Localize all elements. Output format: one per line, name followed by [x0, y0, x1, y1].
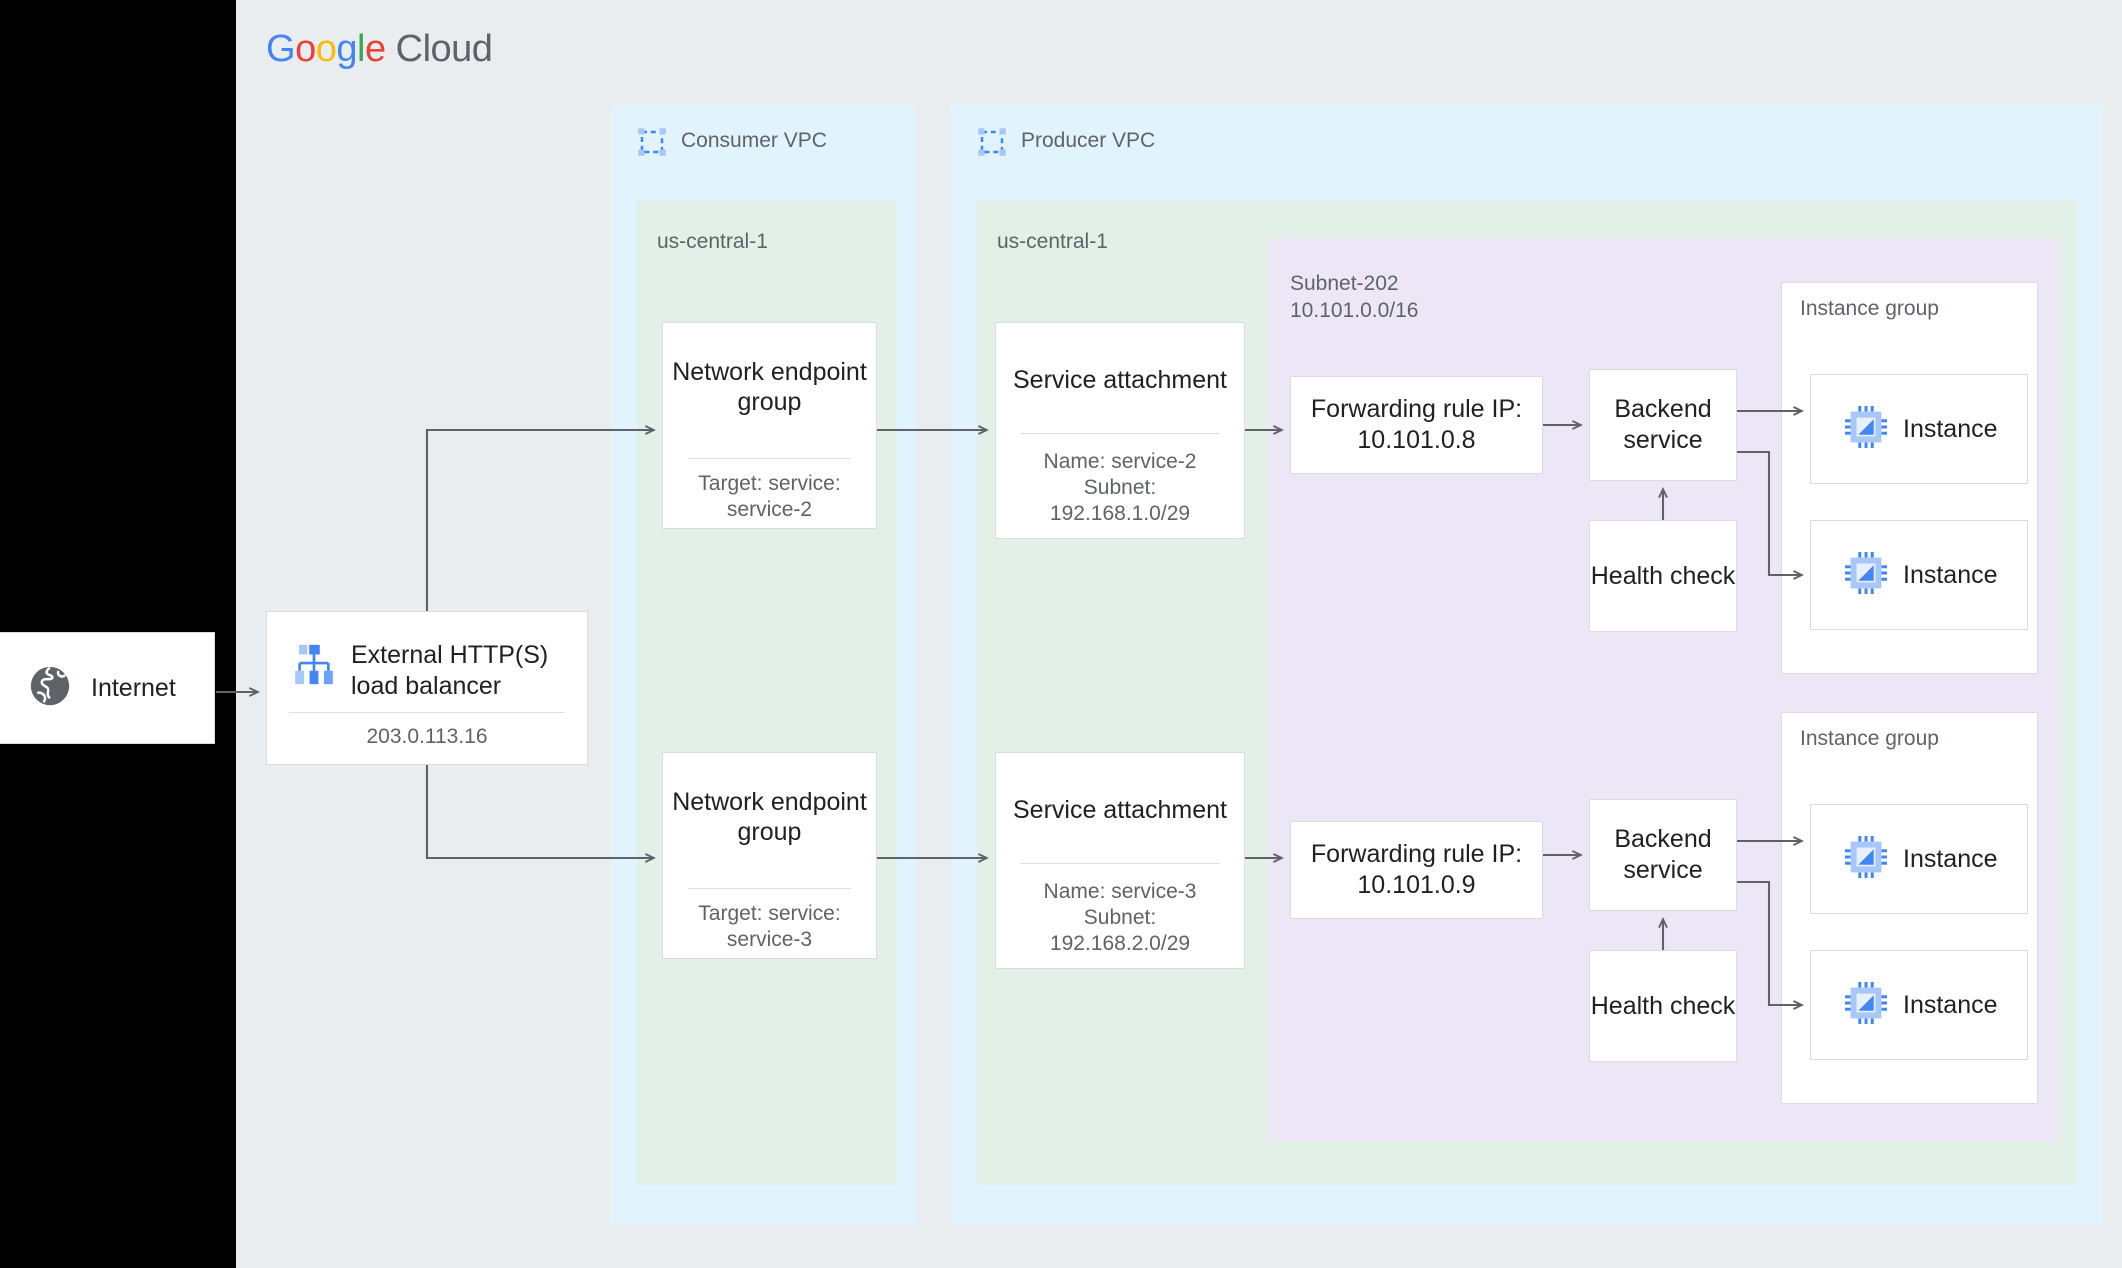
- instance-1b-label: Instance: [1903, 560, 1998, 589]
- load-balancer-icon: [291, 642, 337, 688]
- instance-2b[interactable]: Instance: [1810, 950, 2028, 1060]
- instance-1a-label: Instance: [1903, 414, 1998, 443]
- internet-label: Internet: [91, 673, 176, 702]
- forwarding-rule-1[interactable]: Forwarding rule IP: 10.101.0.8: [1290, 376, 1543, 474]
- google-cloud-logo: Google Cloud: [266, 28, 493, 71]
- backend-service-2[interactable]: Backend service: [1589, 799, 1737, 911]
- network-endpoint-group-1[interactable]: Network endpoint group Target: service: …: [662, 322, 877, 529]
- instance-group-2-label: Instance group: [1800, 727, 1939, 750]
- backend-service-1[interactable]: Backend service: [1589, 369, 1737, 481]
- neg-1-target: Target: service: service-2: [698, 472, 841, 521]
- instance-chip-icon: [1845, 405, 1887, 453]
- instance-2a-label: Instance: [1903, 844, 1998, 873]
- logo-letter-o2: o: [315, 28, 337, 70]
- service-attachment-2-title: Service attachment: [1013, 796, 1227, 824]
- health-check-1[interactable]: Health check: [1589, 520, 1737, 632]
- neg-2-target: Target: service: service-3: [698, 902, 841, 951]
- divider: [688, 888, 851, 889]
- logo-letter-l: l: [356, 28, 365, 70]
- network-endpoint-group-2[interactable]: Network endpoint group Target: service: …: [662, 752, 877, 959]
- health-check-2[interactable]: Health check: [1589, 950, 1737, 1062]
- load-balancer-title: External HTTP(S) load balancer: [351, 641, 549, 700]
- instance-2a[interactable]: Instance: [1810, 804, 2028, 914]
- load-balancer-ip: 203.0.113.16: [366, 725, 488, 748]
- subnet-202-label: Subnet-202 10.101.0.0/16: [1290, 272, 1419, 323]
- divider: [1020, 433, 1220, 434]
- logo-letter-o1: o: [295, 28, 316, 70]
- vpc-icon: [977, 127, 1007, 157]
- logo-letter-G: G: [266, 28, 296, 70]
- service-attachment-2[interactable]: Service attachment Name: service-3 Subne…: [995, 752, 1245, 969]
- instance-1b[interactable]: Instance: [1810, 520, 2028, 630]
- internet-node[interactable]: Internet: [0, 632, 215, 744]
- forwarding-rule-2[interactable]: Forwarding rule IP: 10.101.0.9: [1290, 821, 1543, 919]
- service-attachment-1-details: Name: service-2 Subnet: 192.168.1.0/29: [1043, 450, 1197, 525]
- divider: [688, 458, 851, 459]
- producer-vpc-label: Producer VPC: [1021, 129, 1156, 152]
- divider: [1020, 863, 1220, 864]
- instance-2b-label: Instance: [1903, 990, 1998, 1019]
- service-attachment-1[interactable]: Service attachment Name: service-2 Subne…: [995, 322, 1245, 539]
- globe-icon: [27, 663, 73, 714]
- instance-1a[interactable]: Instance: [1810, 374, 2028, 484]
- instance-chip-icon: [1845, 981, 1887, 1029]
- consumer-region-label: us-central-1: [657, 230, 768, 253]
- neg-2-title: Network endpoint group: [672, 788, 867, 846]
- instance-group-1-label: Instance group: [1800, 297, 1939, 320]
- service-attachment-1-title: Service attachment: [1013, 366, 1227, 394]
- neg-1-title: Network endpoint group: [672, 358, 867, 416]
- consumer-vpc-label: Consumer VPC: [681, 129, 827, 152]
- logo-cloud-word: Cloud: [385, 28, 493, 70]
- external-http-load-balancer[interactable]: External HTTP(S) load balancer 203.0.113…: [266, 611, 588, 765]
- service-attachment-2-details: Name: service-3 Subnet: 192.168.2.0/29: [1043, 880, 1197, 955]
- logo-letter-e: e: [364, 28, 386, 70]
- vpc-icon: [637, 127, 667, 157]
- instance-chip-icon: [1845, 835, 1887, 883]
- instance-chip-icon: [1845, 551, 1887, 599]
- logo-letter-g: g: [336, 28, 357, 70]
- divider: [289, 712, 565, 713]
- producer-region-label: us-central-1: [997, 230, 1108, 253]
